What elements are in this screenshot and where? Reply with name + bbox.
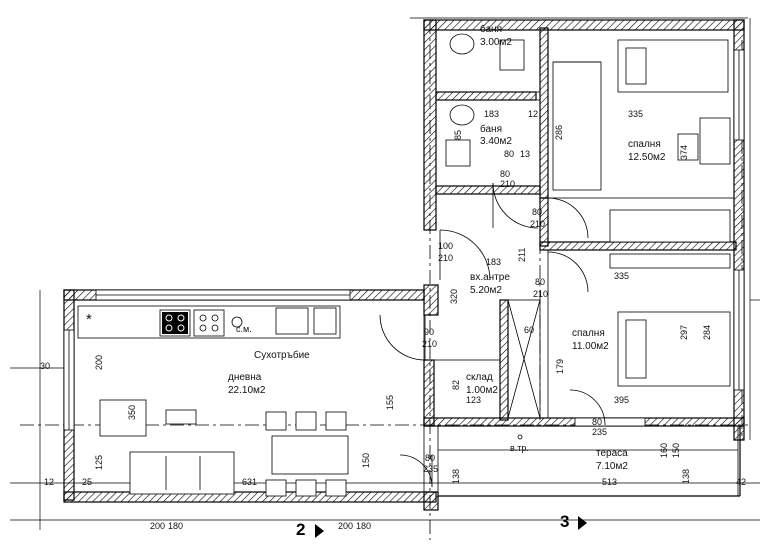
door7-h: 235 [592,427,608,437]
dim-u: 395 [614,395,630,405]
dim-ad: 138 [451,468,461,484]
dim-j: 211 [517,247,527,262]
dimension-lines [10,17,760,530]
dim-s: 82 [451,379,461,390]
door7-w: 80 [592,417,603,427]
door2-h: 210 [500,179,516,189]
vtr-label: в.тр. [510,443,529,453]
hall-area: 5.20м2 [470,285,502,296]
furniture [77,33,731,497]
bath2-name: баня [480,124,502,135]
storage-area: 1.00м2 [466,385,498,396]
door3-h: 210 [438,253,454,263]
axis-2-arrow [315,524,324,538]
drying-label: Сухотръбие [254,350,310,361]
dim-a: 183 [484,109,500,119]
stove [162,312,188,334]
dim-x: 200 [94,354,104,370]
dim-m: 335 [614,271,630,281]
door2-w: 80 [500,169,511,179]
dim-ag: 42 [736,477,747,487]
dim-n: 320 [449,288,459,304]
dim-z: 125 [94,454,104,470]
star-mark: * [86,311,92,328]
door5-w: 90 [424,327,435,337]
door4-w: 80 [535,277,546,287]
dim-h: 13 [520,149,531,159]
terrace-railing [438,426,741,497]
dim-y: 30 [40,361,51,371]
dim-f: 85 [453,129,463,140]
dim-v: 155 [385,394,395,410]
door3-w: 100 [438,241,454,251]
dim-o: 60 [524,325,535,335]
dim-k: 183 [486,257,502,267]
living-area: 22.10м2 [228,385,266,396]
bath1-name: баня [480,24,502,35]
dim-aa: 631 [242,477,258,487]
door-swings [379,182,606,488]
bath1-area: 3.00м2 [480,37,512,48]
axis-3-label: 3 [560,512,570,531]
dim-q: 284 [702,324,712,340]
door5-h: 210 [422,339,438,349]
door6-h: 235 [423,464,439,474]
dim-c: 335 [628,109,644,119]
windows [63,49,745,431]
bath2-area: 3.40м2 [480,136,512,147]
door1-w: 80 [532,207,543,217]
bedroom1-name: спалня [628,139,661,150]
dim-p: 297 [679,324,689,340]
dim-ab: 513 [602,477,618,487]
dim-ac: 150 [361,452,371,468]
door4-h: 210 [533,289,549,299]
dim-ai: 200 [150,521,166,531]
dim-ak: 12 [44,477,55,487]
axis-2-label: 2 [296,520,306,539]
washing-machine-label: с.м. [236,324,252,334]
dim-d: 286 [554,124,564,140]
bedroom1-area: 12.50м2 [628,152,666,163]
bedroom2-area: 11.00м2 [572,341,609,352]
axis-lines [20,20,748,540]
dim-g: 80 [504,149,515,159]
door1-h: 210 [530,219,546,229]
axis-3-arrow [578,516,587,530]
door6-w: 80 [425,453,436,463]
terrace-area: 7.10м2 [596,461,628,472]
dim-ah2: 180 [356,521,372,531]
dim-w: 350 [127,404,137,420]
dim-ai2: 200 [338,521,354,531]
dim-af: 150 [671,442,681,458]
dim-aj: 25 [82,477,93,487]
bedroom2-name: спалня [572,328,605,339]
hall-name: вх.антре [470,272,510,283]
dim-b: 12 [528,109,539,119]
dim-t: 123 [466,395,482,405]
dim-ae: 160 [659,442,669,458]
dim-ad2: 138 [681,468,691,484]
dim-ah: 180 [168,521,184,531]
dim-r: 179 [555,358,565,374]
terrace-name: тераса [596,448,628,459]
storage-name: склад [466,372,493,383]
living-name: дневна [228,372,262,383]
dim-e: 374 [679,144,689,160]
